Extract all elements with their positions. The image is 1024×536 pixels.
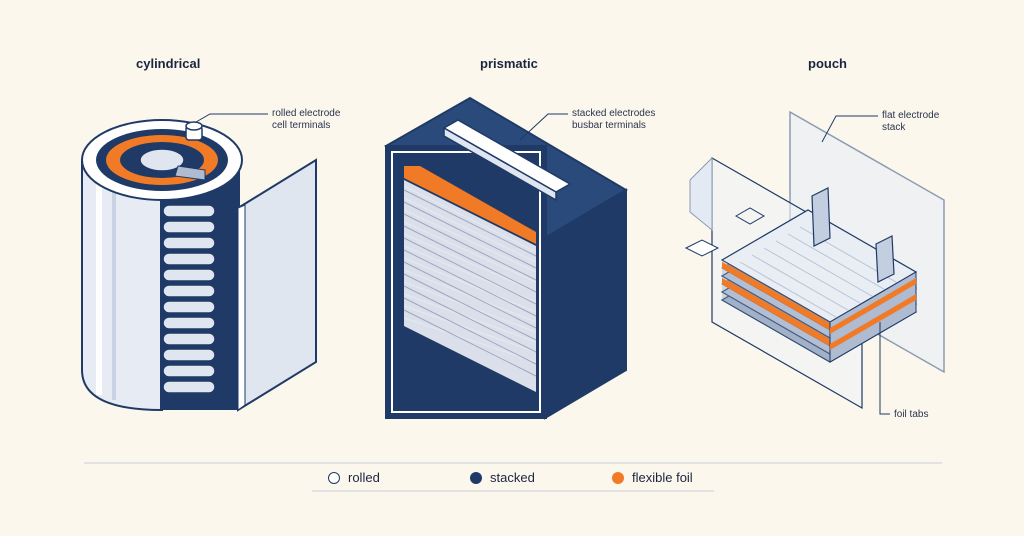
legend-swatch-stacked bbox=[470, 471, 482, 484]
flat-electrode-stack bbox=[720, 209, 918, 363]
callout-rolled-electrode: rolled electrode bbox=[272, 108, 341, 119]
pouch-cell bbox=[684, 110, 945, 415]
title-cylindrical: cylindrical bbox=[136, 56, 201, 71]
legend-label-flexible-foil: flexible foil bbox=[632, 470, 693, 485]
legend-label-rolled: rolled bbox=[348, 470, 380, 485]
legend-item-stacked: stacked bbox=[470, 470, 535, 485]
title-prismatic: prismatic bbox=[480, 56, 538, 71]
callout-prismatic: stacked electrodes busbar terminals bbox=[572, 108, 655, 132]
legend-swatch-flexible-foil bbox=[612, 471, 624, 484]
title-pouch: pouch bbox=[808, 56, 847, 71]
callout-stacked-electrodes: stacked electrodes bbox=[572, 108, 656, 119]
callout-flat-electrode: flat electrode bbox=[882, 110, 940, 121]
callout-cell-terminals: cell terminals bbox=[272, 120, 331, 131]
callout-stack: stack bbox=[882, 122, 906, 133]
legend-item-rolled: rolled bbox=[328, 470, 380, 485]
callout-busbar-terminals: busbar terminals bbox=[572, 120, 646, 131]
callout-pouch: flat electrode stack bbox=[882, 110, 939, 134]
cylindrical-cell bbox=[81, 113, 317, 412]
callout-cylindrical: rolled electrode cell terminals bbox=[272, 108, 340, 132]
stacked-electrodes bbox=[403, 166, 537, 392]
legend: rolled stacked flexible foil bbox=[0, 470, 1024, 490]
legend-swatch-rolled bbox=[328, 471, 340, 484]
legend-label-stacked: stacked bbox=[490, 470, 535, 485]
legend-item-flexible-foil: flexible foil bbox=[612, 470, 693, 485]
rolled-electrode-coil bbox=[162, 204, 216, 394]
prismatic-cell bbox=[383, 96, 628, 420]
callout-foil-tabs: foil tabs bbox=[894, 409, 929, 420]
